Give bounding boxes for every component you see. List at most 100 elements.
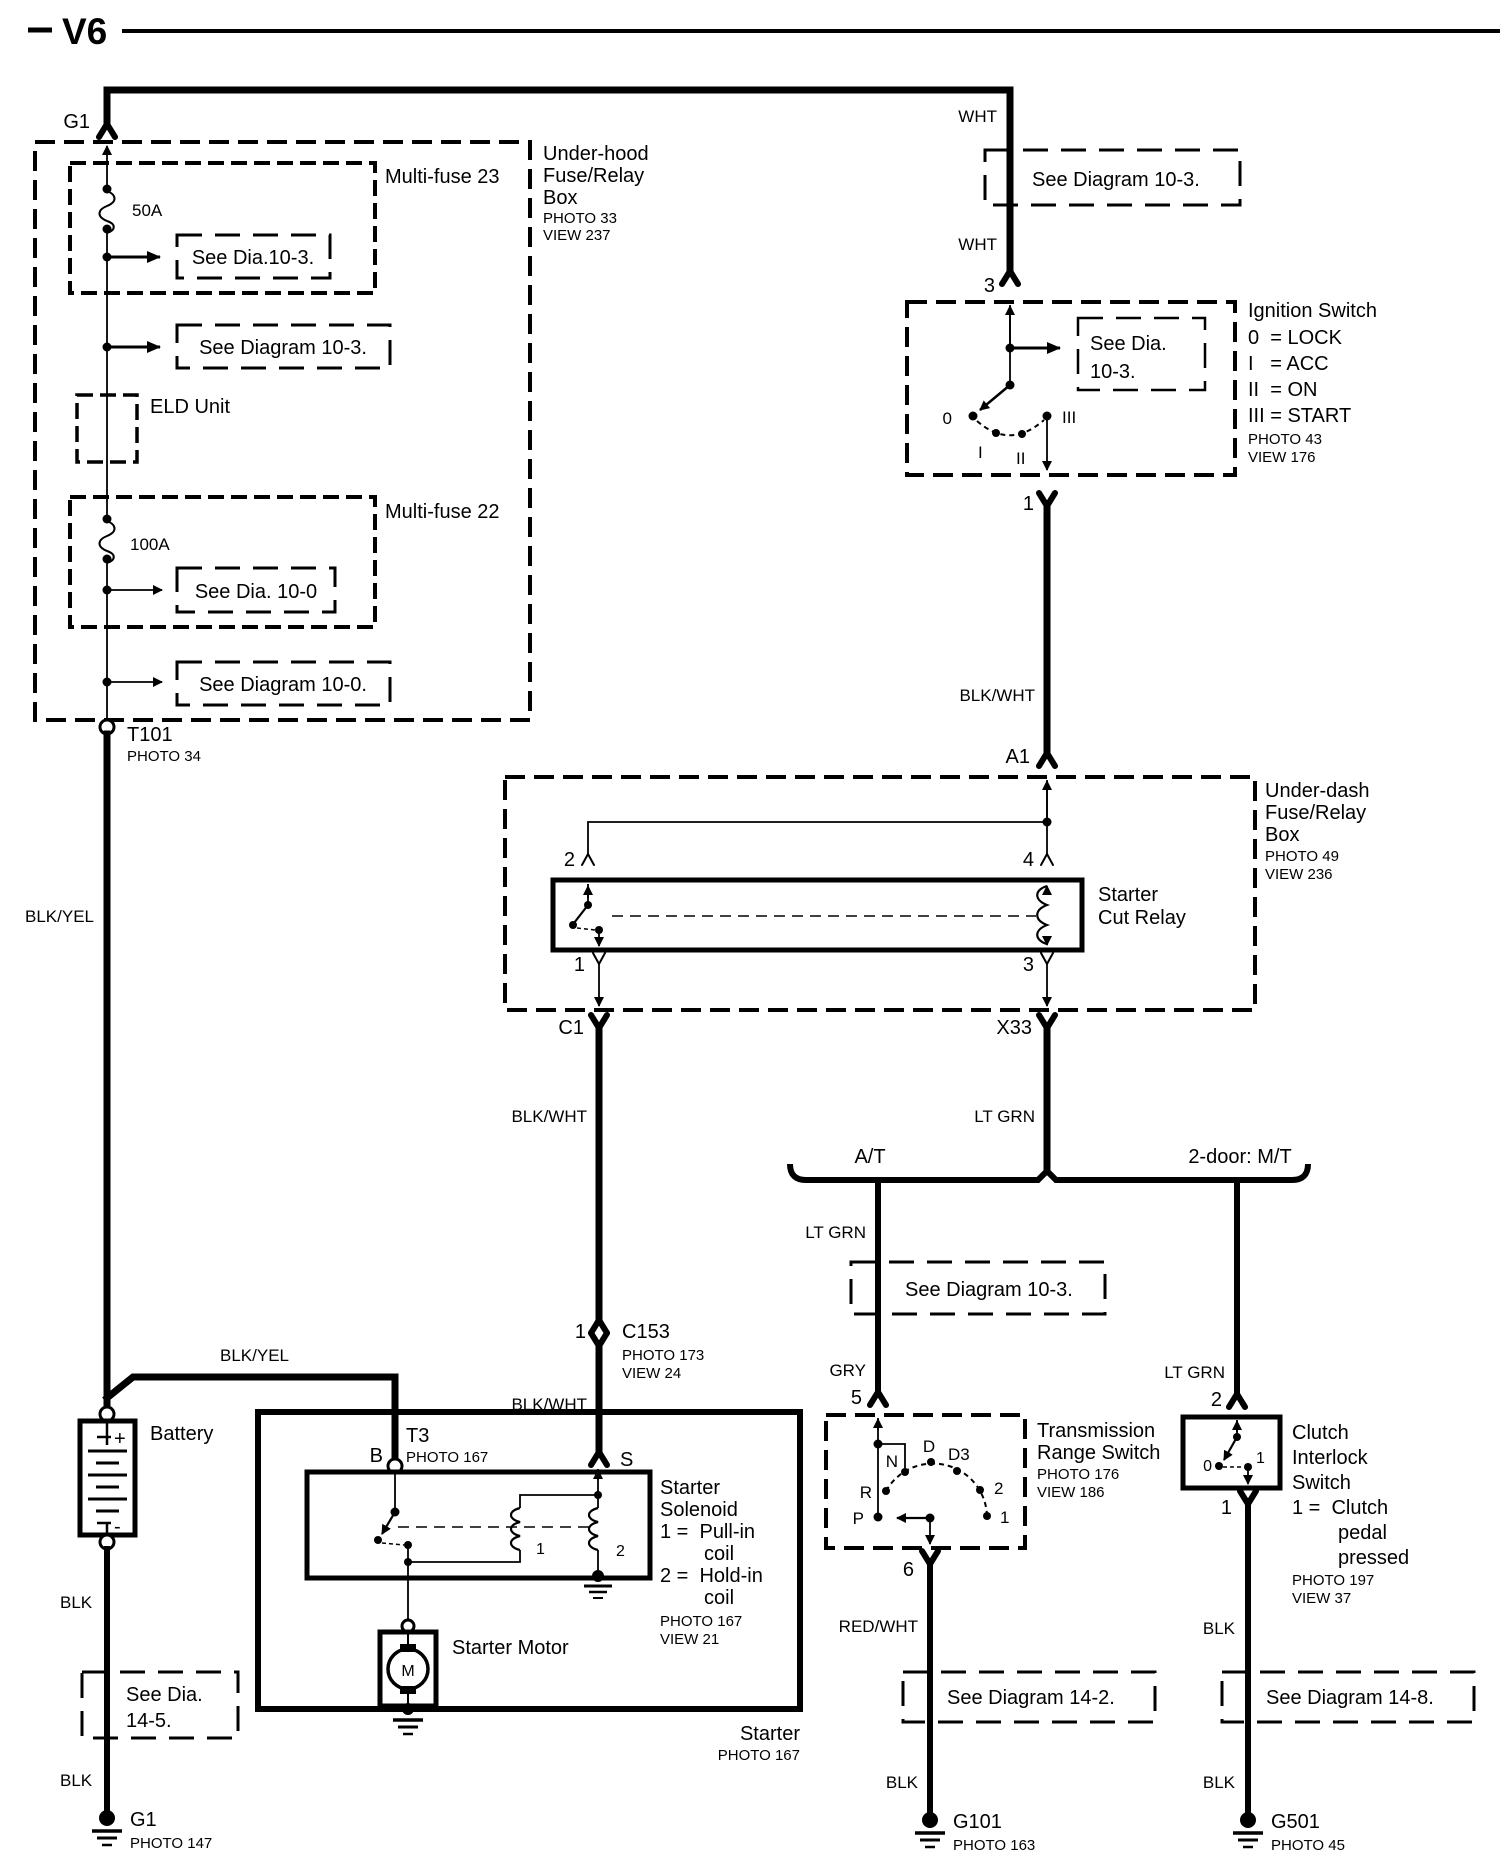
multi-fuse-22: Multi-fuse 22 100A See Dia. 10-0: [68, 495, 500, 629]
hold-in-coil: [587, 1506, 599, 1552]
relay-name-2: Cut Relay: [1098, 907, 1186, 929]
label-terminal-s: S: [620, 1449, 633, 1471]
underhood-box-label-1: Under-hood: [543, 143, 649, 165]
see-dia-10-3-ignition-2: 10-3.: [1090, 361, 1136, 383]
trs-pos-1: 1: [1000, 1508, 1009, 1527]
solenoid-legend-4: coil: [704, 1543, 734, 1565]
solenoid-legend-2: Solenoid: [660, 1499, 738, 1521]
g1-ground-photo: PHOTO 147: [130, 1835, 212, 1852]
clutch-interlock-switch: 0 1: [1180, 1414, 1283, 1491]
label-wht-lower: WHT: [958, 235, 997, 254]
starter-motor: M Starter Motor: [377, 1618, 569, 1736]
see-dia-14-5-box: [80, 1670, 240, 1740]
label-blk-yel-vertical: BLK/YEL: [25, 907, 94, 926]
multi-fuse-22-label: Multi-fuse 22: [385, 501, 500, 523]
label-lt-grn-x33: LT GRN: [974, 1107, 1035, 1126]
c153-label: C153: [622, 1321, 670, 1343]
trs-name-1: Transmission: [1037, 1420, 1155, 1442]
see-diagram-10-0: See Diagram 10-0.: [199, 674, 367, 696]
underdash-photo: PHOTO 49: [1265, 848, 1339, 865]
connector-c153: 1 C153 PHOTO 173 VIEW 24: [575, 1317, 704, 1382]
solenoid-photo: PHOTO 167: [660, 1613, 742, 1630]
ignition-legend-II: II = ON: [1248, 379, 1317, 401]
clutch-pos-0: 0: [1203, 1458, 1212, 1475]
ignition-legend-III: III = START: [1248, 405, 1351, 427]
see-dia-10-3-ignition-box: [1076, 316, 1207, 392]
ignition-to-underdash-wire: 1 BLK/WHT A1: [959, 490, 1058, 769]
solenoid-switch-arm: [381, 1511, 396, 1535]
trs-name-2: Range Switch: [1037, 1442, 1160, 1464]
starter-name: Starter: [740, 1723, 800, 1745]
label-a1: A1: [1006, 746, 1030, 768]
underhood-box-label-2: Fuse/Relay: [543, 165, 644, 187]
c153-terminal-1: 1: [575, 1321, 586, 1343]
label-red-wht: RED/WHT: [839, 1617, 918, 1636]
coil-2-label: 2: [616, 1543, 625, 1560]
relay-terminal-2: 2: [564, 849, 575, 871]
main-power-wire: G1 WHT WHT 3: [63, 86, 1021, 297]
underdash-box-label-2: Fuse/Relay: [1265, 802, 1366, 824]
pull-in-coil: [509, 1506, 521, 1552]
underhood-box-label-3: Box: [543, 187, 577, 209]
label-terminal-2-clutch: 2: [1211, 1389, 1222, 1411]
see-diagram-14-2-box: [901, 1670, 1157, 1724]
starter-assembly: T3 PHOTO 167 B 1 2: [255, 1409, 803, 1764]
solenoid-legend-6: coil: [704, 1587, 734, 1609]
solenoid-ground: [584, 1570, 612, 1599]
ignition-pos-I: I: [978, 443, 983, 462]
battery-label: Battery: [150, 1423, 213, 1445]
ignition-view: VIEW 176: [1248, 449, 1316, 466]
ignition-legend-I: I = ACC: [1248, 353, 1329, 375]
blk-yel-branch-wire: [102, 1373, 399, 1463]
c1-branch: BLK/WHT 1 C153 PHOTO 173 VIEW 24 BLK/WHT…: [511, 1024, 704, 1471]
starter-solenoid: 1 2: [304, 1469, 653, 1620]
trs-pos-P: P: [853, 1509, 864, 1528]
label-c1: C1: [558, 1017, 584, 1039]
t3-photo: PHOTO 167: [406, 1449, 488, 1466]
fuse-50a-label: 50A: [132, 201, 163, 220]
label-blk-g101: BLK: [886, 1773, 919, 1792]
see-diagram-10-3-at: See Diagram 10-3.: [905, 1279, 1073, 1301]
underdash-box-label-1: Under-dash: [1265, 780, 1370, 802]
solenoid-view: VIEW 21: [660, 1631, 719, 1648]
see-dia-10-3-small: See Dia.10-3.: [192, 247, 314, 269]
g501-photo: PHOTO 45: [1271, 1837, 1345, 1854]
label-lt-grn-at: LT GRN: [805, 1223, 866, 1242]
label-lt-grn-mt: LT GRN: [1164, 1363, 1225, 1382]
trs-pos-D3: D3: [948, 1445, 970, 1464]
relay-terminal-3: 3: [1023, 954, 1034, 976]
ignition-photo: PHOTO 43: [1248, 431, 1322, 448]
solenoid-legend-5: 2 = Hold-in: [660, 1565, 763, 1587]
clutch-name-3: Switch: [1292, 1472, 1351, 1494]
underhood-view: VIEW 237: [543, 227, 611, 244]
fuse-50a-symbol: [98, 190, 116, 234]
clutch-legend-1: 1 = Clutch: [1292, 1497, 1388, 1519]
ignition-legend-0: 0 = LOCK: [1248, 327, 1343, 349]
at-branch: See Diagram 10-3. LT GRN GRY 5 R N D D3 …: [805, 1177, 1160, 1854]
trs-pos-2: 2: [994, 1479, 1003, 1498]
see-diagram-14-8-box: [1220, 1670, 1476, 1724]
trs-pos-D: D: [923, 1437, 935, 1456]
c153-photo: PHOTO 173: [622, 1347, 704, 1364]
g101-photo: PHOTO 163: [953, 1837, 1035, 1854]
label-blk-battery-upper: BLK: [60, 1593, 93, 1612]
starter-motor-label: Starter Motor: [452, 1637, 569, 1659]
label-gry: GRY: [829, 1361, 866, 1380]
c153-view: VIEW 24: [622, 1365, 681, 1382]
motor-m: M: [401, 1663, 414, 1680]
battery-symbol: + - Battery: [77, 1405, 213, 1551]
starter-outer-box: [255, 1409, 803, 1712]
label-blk-clutch-lower: BLK: [1203, 1773, 1236, 1792]
clutch-legend-2: pedal: [1338, 1522, 1387, 1544]
trs-view: VIEW 186: [1037, 1484, 1105, 1501]
ground-g1: G1 PHOTO 147: [92, 1809, 212, 1852]
underhood-photo: PHOTO 33: [543, 210, 617, 227]
underdash-view: VIEW 236: [1265, 866, 1333, 883]
ground-g101: G101 PHOTO 163: [915, 1811, 1035, 1854]
motor-ground: [393, 1703, 423, 1736]
multi-fuse-23: Multi-fuse 23 50A See Dia.10-3.: [68, 161, 500, 295]
see-dia-14-5-line1: See Dia.: [126, 1684, 203, 1706]
label-blk-wht-ignition: BLK/WHT: [959, 686, 1035, 705]
transmission-range-switch: R N D D3 2 1 P Transmission Range Switch…: [824, 1413, 1160, 1550]
battery-column: BLK/YEL BLK/YEL + - Battery BLK See Dia.: [25, 730, 399, 1852]
